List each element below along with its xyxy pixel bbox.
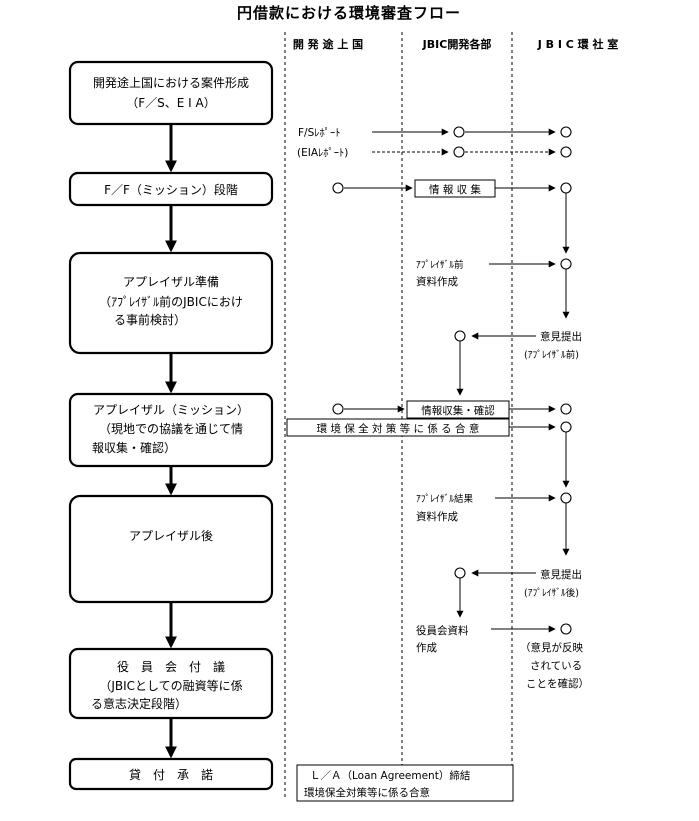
ops-node-eia [453,146,465,158]
fs-report-label: F/Sﾚﾎﾟｰﾄ [298,127,341,139]
info-collection-label: 情 報 収 集 [429,183,482,196]
loan-agreement-label-2: 環境保全対策等に係る合意 [304,786,430,799]
stage-loan: 貸 付 承 諾 [68,757,274,791]
stage-after-appraisal: アプレイザル後 [68,494,274,604]
env-node-board [560,623,572,635]
country-node-appraisal [332,403,344,415]
country-node-ff [332,182,344,194]
stage-board-line-2: （JBICとしての融資等に係 [99,679,242,693]
stage-appraisal-prep-line-2: （ｱﾌﾟﾚｲｻﾞﾙ前のJBICにおけ [99,294,243,309]
stage-appraisal-prep: アプレイザル準備 （ｱﾌﾟﾚｲｻﾞﾙ前のJBICにおけ る事前検討） [68,251,274,355]
column-header-developing-country: 開 発 途 上 国 [293,37,363,51]
env-node-ff [560,182,572,194]
stage-formation-line-2: （F／S、E I A） [126,96,215,110]
reflect-label-3: ことを確認） [526,677,589,690]
stage-appraisal-prep-line-1: アプレイザル準備 [123,274,219,289]
column-header-jbic-env: J B I C 環 社 室 [537,37,619,51]
stage-board-line-3: る意志決定段階） [91,696,187,711]
eia-report-label: (EIAﾚﾎﾟｰﾄ) [297,147,348,159]
stage-appraisal-line-3: 報収集・確認） [92,440,176,455]
board-doc-label-1: 役員会資料 [416,624,469,637]
env-node-pre-appraisal [560,258,572,270]
env-node-agreement [560,421,572,433]
board-doc-label-2: 作成 [416,642,437,654]
stage-after-appraisal-line-1: アプレイザル後 [129,529,213,543]
column-header-jbic-ops: JBIC開発各部 [422,37,492,51]
ops-node-opinion-1 [454,330,466,342]
stage-board-line-1: 役 員 会 付 議 [117,659,225,674]
pre-appraisal-doc-label-1: ｱﾌﾟﾚｲｻﾞﾙ前 [416,259,464,271]
stage-ff-line-1: F／F（ミッション）段階 [104,182,238,197]
env-node-eia [560,146,572,158]
loan-agreement-box [296,764,514,802]
env-agreement-label: 環 境 保 全 対 策 等 に 係 る 合 意 [317,422,480,435]
pre-appraisal-doc-label-2: 資料作成 [416,275,458,288]
stage-ff: F／F（ミッション）段階 [68,171,274,207]
reflect-label-1: （意見が反映 [520,641,583,654]
stage-appraisal-line-2: （現地での協議を通じて情 [99,421,243,436]
env-node-fs [560,126,572,138]
env-node-result [560,492,572,504]
ops-node-fs [453,126,465,138]
opinion-1-sub-label: (ｱﾌﾟﾚｲｻﾞﾙ前) [524,349,579,361]
stage-appraisal-line-1: アプレイザル（ミッション） [93,403,249,417]
stage-appraisal-prep-line-3: る事前検討） [114,312,186,327]
env-node-appraisal [560,403,572,415]
result-doc-label-1: ｱﾌﾟﾚｲｻﾞﾙ結果 [416,493,474,505]
stage-formation: 開発途上国における案件形成 （F／S、E I A） [68,60,274,126]
ops-node-opinion-2 [454,567,466,579]
loan-agreement-label-1: Ｌ／Ａ（Loan Agreement）締結 [310,769,470,782]
opinion-2-sub-label: (ｱﾌﾟﾚｲｻﾞﾙ後) [524,587,579,599]
opinion-1-label: 意見提出 [540,330,582,343]
reflect-label-2: されている [530,660,582,672]
stage-formation-line-1: 開発途上国における案件形成 [93,75,249,90]
result-doc-label-2: 資料作成 [416,510,458,523]
stage-board: 役 員 会 付 議 （JBICとしての融資等に係 る意志決定段階） [68,647,274,720]
stage-appraisal: アプレイザル（ミッション） （現地での協議を通じて情 報収集・確認） [68,392,274,468]
diagram-title: 円借款における環境審査フロー [237,4,461,22]
info-confirm-label: 情報収集・確認 [421,404,495,417]
opinion-2-label: 意見提出 [540,568,582,581]
stage-loan-line-1: 貸 付 承 諾 [129,767,213,782]
